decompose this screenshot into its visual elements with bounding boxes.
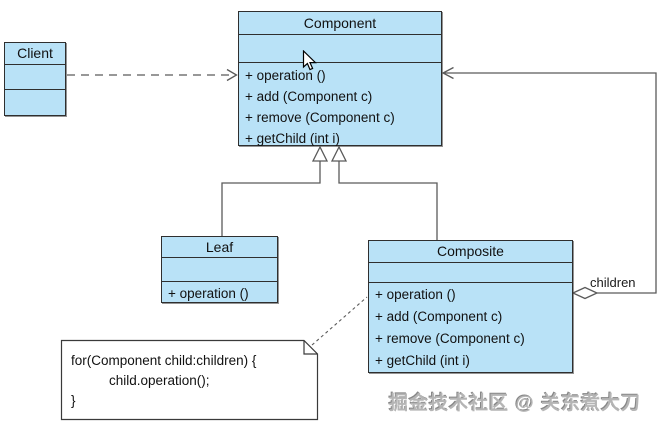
mouse-cursor-icon — [302, 50, 317, 71]
method-item: + operation () — [375, 287, 456, 302]
class-title: Leaf — [162, 237, 277, 258]
method-item: + remove (Component c) — [375, 331, 525, 346]
methods-compartment: + operation () + add (Component c) + rem… — [239, 63, 441, 149]
method-item: + add (Component c) — [245, 89, 373, 104]
note-connector — [311, 296, 368, 346]
method-item: + add (Component c) — [375, 309, 503, 324]
class-box-client: Client — [4, 42, 66, 116]
method-item: + remove (Component c) — [245, 110, 395, 125]
note-shape — [60, 339, 319, 421]
composite-generalization-arrow — [330, 145, 438, 240]
client-component-dependency-arrow — [67, 68, 238, 82]
method-item: + getChild (int i) — [375, 353, 470, 368]
note-line: } — [71, 393, 76, 408]
class-title: Component — [239, 12, 441, 35]
class-box-composite: Composite + operation () + add (Componen… — [368, 240, 573, 373]
generalization-triangle-icon — [330, 145, 348, 162]
method-item: + operation () — [245, 68, 326, 83]
aggregation-connector — [441, 66, 657, 300]
attributes-compartment — [5, 65, 65, 90]
method-item: + getChild (int i) — [245, 131, 340, 146]
attributes-compartment — [369, 263, 572, 283]
leaf-generalization-arrow — [221, 145, 329, 236]
attributes-compartment — [239, 35, 441, 63]
method-item: + operation () — [168, 286, 249, 301]
methods-compartment: + operation () + add (Component c) + rem… — [369, 283, 572, 372]
methods-compartment — [5, 90, 65, 92]
class-box-component: Component + operation () + add (Componen… — [238, 11, 442, 146]
class-title: Client — [5, 43, 65, 65]
attributes-compartment — [162, 258, 277, 282]
aggregation-role-label: children — [590, 275, 636, 290]
watermark-text: 掘金技术社区 @ 关东煮大刀 — [388, 393, 642, 414]
generalization-triangle-icon — [311, 145, 329, 162]
class-title: Composite — [369, 241, 572, 263]
note-line: for(Component child:children) { — [71, 353, 257, 368]
note-line: child.operation(); — [109, 373, 210, 388]
class-box-leaf: Leaf + operation () — [161, 236, 278, 303]
note-fold-icon — [303, 340, 318, 355]
methods-compartment: + operation () — [162, 282, 277, 304]
aggregation-diamond-icon — [571, 286, 599, 300]
code-note: for(Component child:children) { child.op… — [61, 340, 318, 420]
